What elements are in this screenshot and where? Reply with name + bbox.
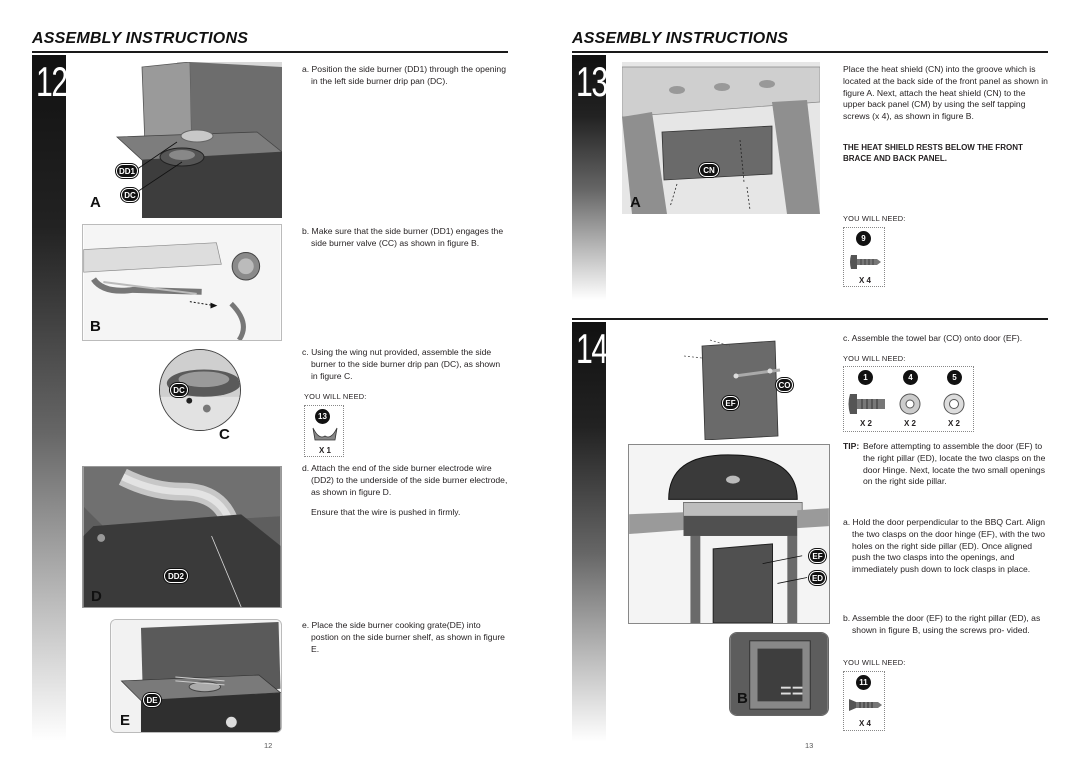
instruction-12e: e. Place the side burner cooking grate(D… — [302, 620, 505, 654]
figure-14b-letter: B — [737, 690, 748, 707]
instruction-12d: d. Attach the end of the side burner ele… — [302, 463, 508, 497]
part-number-1: 1 — [858, 370, 873, 385]
you-will-need-12c: YOU WILL NEED: — [304, 392, 367, 401]
instruction-12a: a. Position the side burner (DD1) throug… — [302, 64, 506, 86]
callout-co: CO — [776, 378, 793, 392]
figure-14-door — [680, 336, 800, 440]
step-13-number: 13 — [576, 58, 608, 105]
instruction-12c: c. Using the wing nut provided, assemble… — [302, 347, 501, 381]
figure-12d — [82, 466, 282, 608]
part-qty-1: X 2 — [859, 419, 872, 428]
bolt-icon — [848, 394, 885, 414]
figure-12b — [82, 224, 282, 341]
callout-dd2: DD2 — [164, 569, 188, 583]
step-12-bar — [32, 55, 66, 741]
part-box-13: 13 X 1 — [304, 405, 344, 457]
step-14-number: 14 — [576, 325, 608, 372]
callout-dd1: DD1 — [116, 164, 138, 178]
step-14-bar — [572, 322, 606, 742]
right-title-rule — [572, 51, 1048, 53]
callout-dc-c: DC — [170, 383, 188, 397]
lock-washer-icon — [943, 393, 965, 415]
left-title-rule — [32, 51, 508, 53]
instruction-12d-note: Ensure that the wire is pushed in firmly… — [311, 507, 461, 517]
instruction-13-note: THE HEAT SHIELD RESTS BELOW THE FRONT BR… — [843, 143, 1023, 163]
tip-14: TIP: Before attempting to assemble the d… — [843, 441, 1046, 487]
instruction-12b: b. Make sure that the side burner (DD1) … — [302, 226, 504, 248]
figure-12a-letter: A — [90, 194, 101, 211]
part-number-5: 5 — [947, 370, 962, 385]
figure-14b — [729, 632, 829, 716]
part-qty-13: X 1 — [318, 446, 331, 455]
figure-12c-letter: C — [219, 426, 230, 443]
part-number-13: 13 — [315, 409, 330, 424]
figure-12a — [82, 62, 282, 218]
part-box-14c: 1 4 5 X 2 X 2 X 2 — [843, 366, 974, 432]
part-number-11: 11 — [856, 675, 871, 690]
you-will-need-14b: YOU WILL NEED: — [843, 658, 906, 667]
left-page-title: ASSEMBLY INSTRUCTIONS — [32, 30, 249, 47]
callout-ef-top: EF — [722, 396, 739, 410]
callout-de: DE — [143, 693, 161, 707]
part-qty-11: X 4 — [858, 719, 871, 728]
flat-head-screw-icon — [849, 699, 882, 711]
self-tapping-screw-icon — [850, 255, 881, 269]
washer-icon — [899, 393, 921, 415]
figure-13a — [622, 62, 820, 214]
part-box-9: 9 X 4 — [843, 227, 885, 287]
callout-dc-a: DC — [121, 188, 139, 202]
figure-12e-letter: E — [120, 712, 131, 729]
figure-14-cart — [628, 444, 830, 624]
figure-13a-letter: A — [630, 194, 641, 211]
step-12-number: 12 — [36, 58, 68, 105]
instruction-13: Place the heat shield (CN) into the groo… — [843, 64, 1048, 122]
wing-nut-icon — [312, 427, 338, 441]
figure-12e — [110, 619, 282, 733]
part-number-4: 4 — [903, 370, 918, 385]
figure-12d-letter: D — [91, 588, 102, 605]
callout-cn: CN — [699, 163, 719, 177]
callout-ed: ED — [809, 571, 826, 585]
left-page-number: 12 — [264, 741, 273, 750]
step-14-rule — [572, 318, 1048, 320]
you-will-need-14c: YOU WILL NEED: — [843, 354, 906, 363]
right-page-title: ASSEMBLY INSTRUCTIONS — [572, 30, 789, 47]
part-qty-4: X 2 — [903, 419, 916, 428]
instruction-14b: b. Assemble the door (EF) to the right p… — [843, 613, 1041, 635]
you-will-need-13: YOU WILL NEED: — [843, 214, 906, 223]
callout-ef-bottom: EF — [809, 549, 826, 563]
right-page-number: 13 — [805, 741, 814, 750]
part-qty-9: X 4 — [858, 276, 871, 285]
part-qty-5: X 2 — [947, 419, 960, 428]
figure-12c — [159, 349, 241, 431]
part-box-11: 11 X 4 — [843, 671, 885, 731]
step-13-bar — [572, 55, 606, 300]
instruction-14c: c. Assemble the towel bar (CO) onto door… — [843, 333, 1023, 343]
instruction-14a: a. Hold the door perpendicular to the BB… — [843, 517, 1046, 575]
figure-12b-letter: B — [90, 318, 101, 335]
part-number-9: 9 — [856, 231, 871, 246]
